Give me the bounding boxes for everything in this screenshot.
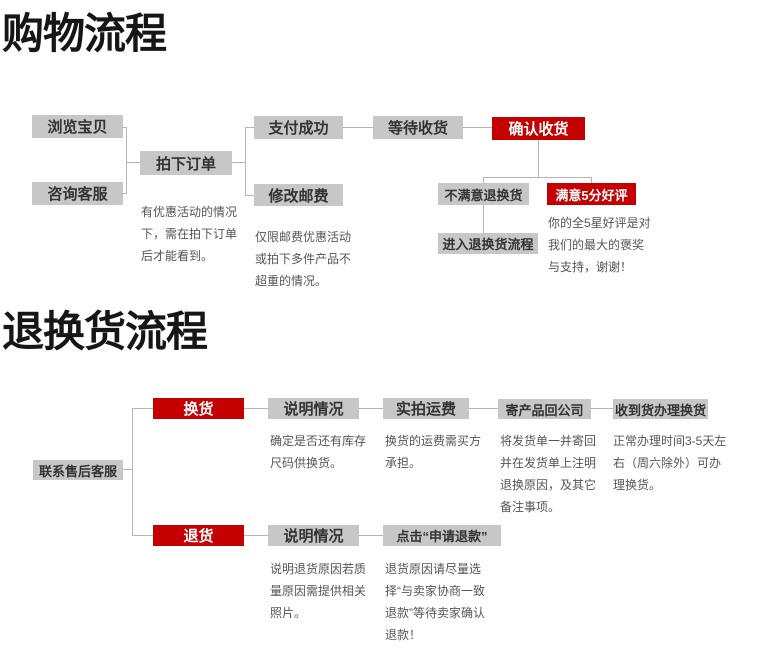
flow-node-unsatisfied-return: 不满意退换货: [438, 183, 529, 205]
connector-line: [132, 408, 153, 409]
note-apply-refund: 退货原因请尽量选择“与卖家协商一致退款”等待卖家确认退款！: [385, 562, 485, 642]
connector-line: [483, 177, 484, 183]
connector-line: [126, 162, 140, 163]
flow-node-satisfied-praise: 满意5分好评: [547, 183, 636, 205]
flow-node-pay-success: 支付成功: [254, 116, 343, 139]
note-send-back: 将发货单一并寄回并在发货单上注明退换原因，及其它备注事项。: [500, 434, 597, 514]
flow-node-place-order: 拍下订单: [140, 151, 232, 175]
note-explain-exchange: 确定是否还有库存尺码供换货。: [270, 434, 367, 470]
connector-line: [591, 408, 613, 409]
connector-line: [245, 127, 254, 128]
flow-node-apply-refund: 点击“申请退款”: [383, 525, 501, 546]
connector-line: [591, 177, 592, 183]
connector-line: [244, 408, 268, 409]
connector-line: [244, 535, 268, 536]
flow-node-consult-service: 咨询客服: [32, 182, 123, 205]
connector-line: [126, 127, 127, 194]
connector-line: [245, 195, 254, 196]
note-satisfied-praise: 你的全5星好评是对我们的最大的褒奖与支持，谢谢！: [548, 216, 651, 274]
flow-node-send-back: 寄产品回公司: [498, 399, 591, 419]
connector-line: [463, 127, 492, 128]
flow-node-wait-receipt: 等待收货: [373, 116, 463, 139]
return-flow-title: 退换货流程: [2, 308, 208, 355]
connector-line: [483, 177, 592, 178]
flow-node-contact-after-sales: 联系售后客服: [33, 460, 123, 480]
connector-line: [469, 408, 498, 409]
connector-line: [483, 205, 484, 233]
flow-node-explain-refund: 说明情况: [268, 525, 359, 546]
flow-node-shipping-fee: 实拍运费: [383, 398, 469, 419]
connector-line: [122, 193, 127, 194]
flow-node-explain-exchange: 说明情况: [268, 398, 359, 419]
connector-line: [132, 408, 133, 536]
note-modify-postage: 仅限邮费优惠活动或拍下多件产品不超重的情况。: [255, 230, 352, 288]
note-shipping-fee: 换货的运费需买方承担。: [385, 434, 482, 470]
flow-node-exchange: 换货: [153, 398, 244, 419]
flow-node-enter-return-flow: 进入退换货流程: [438, 233, 538, 254]
shopping-flow-title: 购物流程: [2, 10, 167, 57]
flow-node-modify-postage: 修改邮费: [254, 184, 343, 206]
connector-line: [359, 535, 383, 536]
note-process-exchange: 正常办理时间3-5天左右（周六除外）可办理换货。: [613, 434, 727, 492]
flow-node-confirm-receipt: 确认收货: [492, 117, 585, 140]
note-place-order: 有优惠活动的情况下，需在拍下订单后才能看到。: [141, 205, 238, 263]
connector-line: [123, 469, 132, 470]
connector-line: [359, 408, 383, 409]
connector-line: [343, 127, 373, 128]
connector-line: [132, 535, 153, 536]
flow-node-refund: 退货: [153, 525, 244, 546]
connector-line: [232, 162, 245, 163]
note-explain-refund: 说明退货原因若质量原因需提供相关照片。: [270, 562, 367, 620]
connector-line: [538, 140, 539, 177]
connector-line: [122, 127, 127, 128]
flow-node-browse-items: 浏览宝贝: [32, 115, 123, 138]
connector-line: [245, 127, 246, 196]
flow-node-process-exchange: 收到货办理换货: [613, 399, 708, 419]
